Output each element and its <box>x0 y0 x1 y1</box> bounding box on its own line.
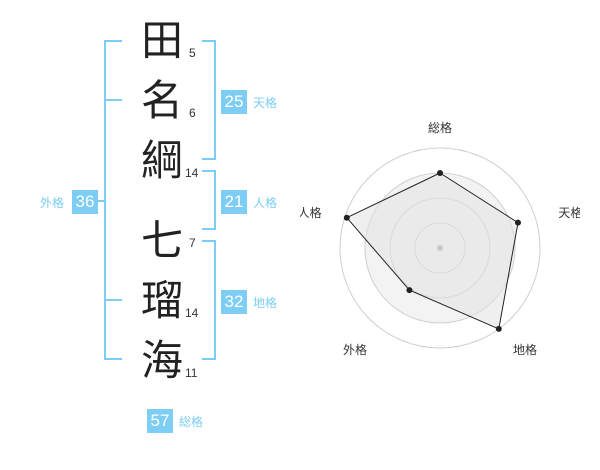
gaikaku-connector <box>98 200 106 202</box>
chikaku-label: 地格 <box>253 296 278 310</box>
jinkaku-bracket-bottom <box>202 228 216 230</box>
radar-axis-label-4: 外格 <box>343 342 367 357</box>
stroke-count-1: 5 <box>189 46 196 60</box>
stroke-count-2: 6 <box>189 106 196 120</box>
radar-point-5 <box>343 214 350 221</box>
radar-axis-label-5: 人格 <box>300 205 322 220</box>
tenkaku-bracket-vertical <box>214 40 216 160</box>
name-char-4: 七 <box>140 216 183 265</box>
name-char-5: 瑠 <box>140 276 183 325</box>
radar-point-4 <box>406 287 413 294</box>
name-char-6: 海 <box>140 336 183 385</box>
name-char-1: 田 <box>140 16 183 65</box>
jinkaku-bracket-top <box>202 170 216 172</box>
jinkaku-label: 人格 <box>253 196 278 210</box>
radar-center <box>437 245 443 251</box>
gaikaku-bracket-top <box>104 40 122 42</box>
chikaku-bracket-bottom <box>202 358 216 360</box>
radar-axis-label-3: 地格 <box>513 342 537 357</box>
tenkaku-label: 天格 <box>253 96 278 110</box>
radar-shape <box>345 172 519 330</box>
soukaku-label: 総格 <box>179 415 204 429</box>
stroke-count-6: 11 <box>185 366 198 380</box>
radar-point-1 <box>437 170 443 176</box>
radar-point-3 <box>495 325 502 332</box>
tenkaku-bracket-bottom <box>202 158 216 160</box>
stroke-count-5: 14 <box>185 306 199 320</box>
gaikaku-tick-2 <box>104 299 122 301</box>
tenkaku-bracket-top <box>202 40 216 42</box>
gaikaku-tick-1 <box>104 99 122 101</box>
chikaku-value: 32 <box>221 290 247 314</box>
soukaku-value: 57 <box>147 409 173 433</box>
stroke-count-4: 7 <box>189 236 196 250</box>
chikaku-bracket-top <box>202 240 216 242</box>
name-char-3: 綱 <box>140 136 183 185</box>
gaikaku-label: 外格 <box>40 196 65 210</box>
tenkaku-value: 25 <box>221 90 247 114</box>
radar-axis-label-1: 総格 <box>428 120 452 135</box>
stroke-count-3: 14 <box>185 166 199 180</box>
gaikaku-bracket-bottom <box>104 358 122 360</box>
gaikaku-value: 36 <box>72 190 98 214</box>
jinkaku-bracket-vertical <box>214 170 216 230</box>
name-char-2: 名 <box>140 76 183 125</box>
radar-axis-label-2: 天格 <box>558 205 580 220</box>
chikaku-bracket-vertical <box>214 240 216 360</box>
radar-point-2 <box>514 219 521 226</box>
jinkaku-value: 21 <box>221 190 247 214</box>
